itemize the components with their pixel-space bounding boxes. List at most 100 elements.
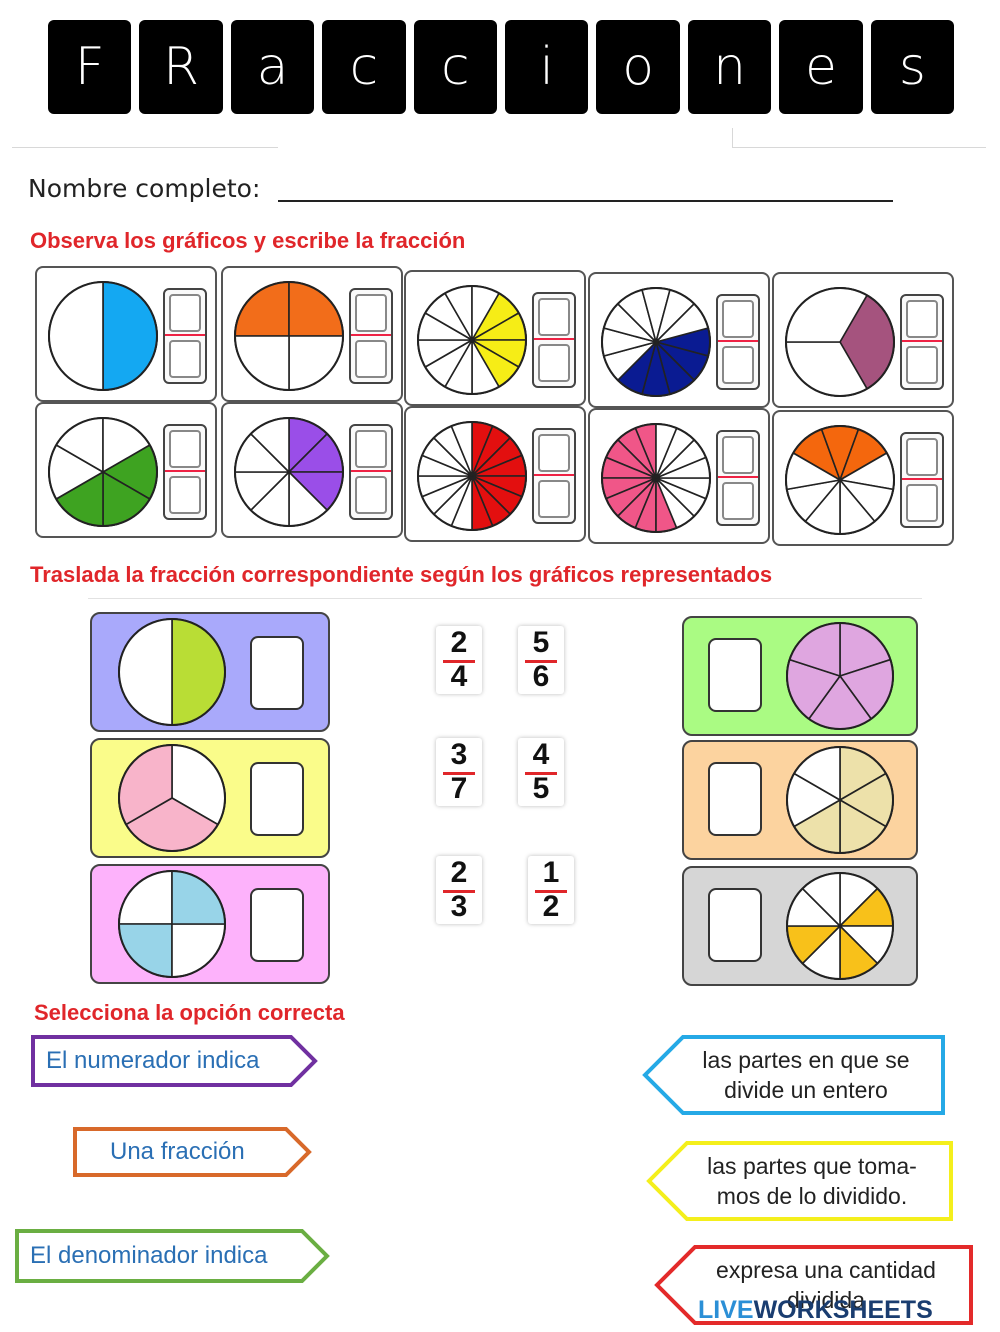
numerator-input[interactable] — [169, 430, 201, 468]
drop-slot[interactable] — [708, 888, 762, 962]
statement-arrow[interactable]: El numerador indica — [30, 1034, 318, 1088]
numerator-input[interactable] — [355, 430, 387, 468]
fraction-numerator: 2 — [450, 626, 468, 659]
fraction-bar — [351, 334, 391, 336]
numerator-input[interactable] — [538, 298, 570, 336]
fraction-bar — [525, 660, 557, 663]
denominator-input[interactable] — [538, 480, 570, 518]
denominator-input[interactable] — [722, 346, 754, 384]
fraction-answer-box — [532, 292, 576, 388]
fraction-bar — [534, 338, 574, 340]
fraction-bar — [718, 340, 758, 342]
fraction-card — [404, 406, 586, 542]
pie-chart — [786, 622, 894, 730]
pie-outline — [48, 417, 158, 527]
drop-slot[interactable] — [250, 636, 304, 710]
pie-outline — [417, 421, 527, 531]
title-letter-tile: n — [687, 20, 772, 114]
pie-outline — [118, 870, 226, 978]
fraction-bar — [351, 470, 391, 472]
pie-outline — [118, 744, 226, 852]
title-letter-tile: a — [230, 20, 315, 114]
match-card-lavender — [90, 612, 330, 732]
pie-outline — [601, 287, 711, 397]
denominator-input[interactable] — [169, 476, 201, 514]
pie-chart — [786, 746, 894, 854]
fraction-denominator: 4 — [450, 660, 468, 693]
denominator-input[interactable] — [906, 484, 938, 522]
fraction-card — [772, 272, 954, 408]
numerator-input[interactable] — [906, 438, 938, 476]
option-line: las partes en que se — [702, 1047, 910, 1073]
divider — [88, 598, 922, 599]
title-letter-tile: e — [779, 20, 863, 114]
pie-chart — [786, 872, 894, 980]
pie-outline — [48, 281, 158, 391]
pie-outline — [785, 425, 895, 535]
option-arrow[interactable]: las partes que toma-mos de lo dividido. — [646, 1140, 954, 1222]
fraction-answer-box — [349, 424, 393, 520]
name-label: Nombre completo: — [28, 174, 261, 203]
pie-outline — [234, 281, 344, 391]
denominator-input[interactable] — [906, 346, 938, 384]
numerator-input[interactable] — [169, 294, 201, 332]
pie-chart — [785, 425, 895, 535]
denominator-input[interactable] — [355, 340, 387, 378]
match-card-gray — [682, 866, 918, 986]
match-card-yellow — [90, 738, 330, 858]
drop-slot[interactable] — [250, 762, 304, 836]
title-letter-tile: i — [505, 20, 589, 114]
fraction-numerator: 3 — [450, 738, 468, 771]
drop-slot[interactable] — [708, 762, 762, 836]
drop-slot[interactable] — [708, 638, 762, 712]
fraction-answer-box — [716, 430, 760, 526]
numerator-input[interactable] — [355, 294, 387, 332]
numerator-input[interactable] — [722, 436, 754, 474]
fraction-card — [221, 266, 403, 402]
denominator-input[interactable] — [538, 344, 570, 382]
fraction-answer-box — [349, 288, 393, 384]
denominator-input[interactable] — [722, 482, 754, 520]
arrow-shape — [654, 1245, 973, 1325]
section3-heading: Selecciona la opción correcta — [34, 1000, 345, 1025]
fraction-bar — [534, 474, 574, 476]
divider — [732, 128, 733, 148]
name-input-line[interactable] — [278, 200, 893, 202]
fraction-bar — [902, 478, 942, 480]
fraction-answer-box — [163, 424, 207, 520]
fraction-answer-box — [163, 288, 207, 384]
fraction-denominator: 2 — [542, 890, 560, 923]
statement-label: El numerador indica — [46, 1047, 260, 1074]
denominator-input[interactable] — [169, 340, 201, 378]
title-letter-tile: F — [48, 20, 132, 114]
denominator-input[interactable] — [355, 476, 387, 514]
statement-arrow[interactable]: El denominador indica — [14, 1228, 330, 1284]
numerator-input[interactable] — [906, 300, 938, 338]
statement-label: El denominador indica — [30, 1242, 268, 1269]
fraction-card — [588, 408, 770, 544]
numerator-input[interactable] — [538, 434, 570, 472]
pie-outline — [786, 622, 894, 730]
statement-arrow[interactable]: Una fracción — [72, 1126, 312, 1178]
option-line: las partes que toma- — [707, 1153, 917, 1179]
option-line: dividida — [787, 1287, 865, 1313]
match-card-green — [682, 616, 918, 736]
fraction-numerator: 5 — [532, 626, 550, 659]
pie-outline — [601, 423, 711, 533]
pie-chart — [48, 281, 158, 391]
pie-chart — [118, 618, 226, 726]
drop-slot[interactable] — [250, 888, 304, 962]
pie-chart — [118, 870, 226, 978]
numerator-input[interactable] — [722, 300, 754, 338]
pie-chart — [417, 421, 527, 531]
